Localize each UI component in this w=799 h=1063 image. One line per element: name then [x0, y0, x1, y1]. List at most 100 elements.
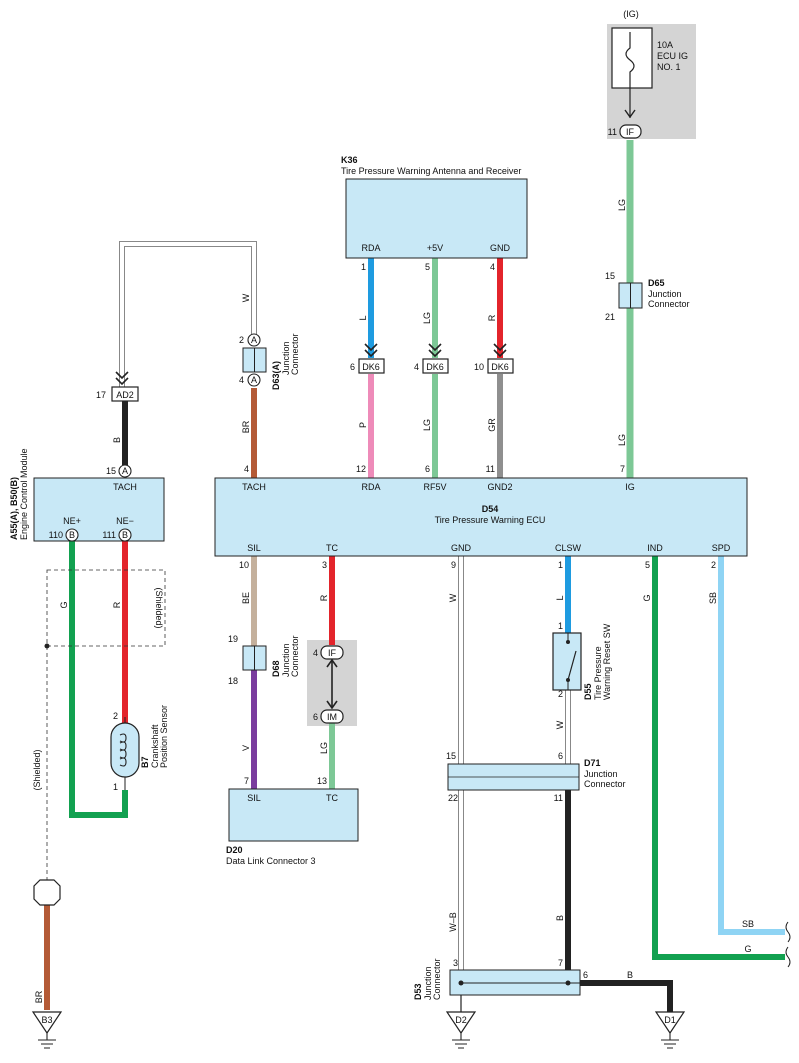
d68-pin-top: 19 [228, 634, 238, 644]
k36-pin-gnd: 4 [490, 262, 495, 272]
wire-ind-g [652, 556, 785, 960]
shielded-label-box: (Shielded) [154, 587, 164, 628]
wire-label-g-right: G [744, 944, 751, 954]
fuse-amp: 10A [657, 40, 673, 50]
wire-label-l-clsw: L [555, 595, 565, 600]
wire-label-br-tach: BR [241, 420, 251, 433]
d63-pin-top: 2 [239, 335, 244, 345]
b7-name2: Position Sensor [159, 705, 169, 768]
d53-name1: Junction [423, 966, 433, 1000]
d53-pin-6: 6 [583, 970, 588, 980]
ecm-term-tach: TACH [113, 482, 137, 492]
d54-pin-tach: 4 [244, 464, 249, 474]
wire-label-be: BE [241, 592, 251, 604]
fuse-name1: ECU IG [657, 51, 688, 61]
d54-term-clsw: CLSW [555, 543, 582, 553]
d71-code: D71 [584, 758, 601, 768]
wire-label-r-gnd: R [487, 314, 497, 321]
wire-label-b-d1: B [627, 970, 633, 980]
d54-pin-gnd: 9 [451, 560, 456, 570]
d53-pin-3: 3 [453, 958, 458, 968]
d71-pin-6: 6 [558, 751, 563, 761]
ad2-label: AD2 [116, 390, 134, 400]
wire-break-sb [785, 921, 791, 943]
dk6-label: DK6 [362, 362, 380, 372]
wire-label-w-gnd: W [448, 593, 458, 602]
fuse-icon [625, 32, 635, 88]
ground-b3-icon [31, 1011, 63, 1035]
wire-label-sb-spd: SB [708, 592, 718, 604]
d54-pin-clsw: 1 [558, 560, 563, 570]
ig-if-label: IF [626, 127, 635, 137]
coil-icon [119, 733, 127, 767]
d71-name2: Connector [584, 779, 626, 789]
wire-label-l: L [358, 315, 368, 320]
d54-term-tach: TACH [242, 482, 266, 492]
wire-label-b-d71: B [555, 915, 565, 921]
im-connector [320, 709, 344, 724]
k36-term-5v: +5V [427, 243, 443, 253]
d54-term-ind: IND [647, 543, 663, 553]
d71-pin-22: 22 [448, 793, 458, 803]
d53-code: D53 [413, 983, 423, 1000]
dk6-box [358, 358, 385, 374]
d71-pin-15: 15 [446, 751, 456, 761]
d54-term-sil: SIL [247, 543, 261, 553]
ad2-chevron-icon [115, 371, 129, 386]
ad2-box [111, 386, 139, 402]
d54-pin-rda: 12 [356, 464, 366, 474]
dk6-box [422, 358, 449, 374]
ecm-box [33, 477, 165, 542]
ig-arrow-icon [624, 109, 636, 119]
dk6-connector-gnd: DK6 10 [474, 343, 514, 374]
d54-term-spd: SPD [712, 543, 731, 553]
b7-name1: Crankshaft [150, 724, 160, 768]
dk6-chevron-icon [364, 343, 378, 358]
ecm-tach-letter-text: A [122, 466, 128, 476]
d53-node-left [458, 980, 464, 986]
d54-box [214, 477, 748, 557]
d54-pin-rf5v: 6 [425, 464, 430, 474]
d20-name: Data Link Connector 3 [226, 856, 316, 866]
ad2-pin: 17 [96, 390, 106, 400]
ecm-tach-pin: 15 [106, 466, 116, 476]
d54-pin-ind: 5 [645, 560, 650, 570]
d63-letter-top [247, 333, 261, 347]
wire-label-g-nep: G [59, 601, 69, 608]
wire-label-br-b3: BR [34, 990, 44, 1003]
ecm-term-nem: NE− [116, 516, 134, 526]
wire-label-gr: GR [487, 418, 497, 432]
k36-name: Tire Pressure Warning Antenna and Receiv… [341, 166, 521, 176]
shielded-label-drain: (Shielded) [32, 749, 42, 790]
d20-term-tc: TC [326, 793, 338, 803]
if-pin: 4 [313, 648, 318, 658]
wire-label-lg-tc: LG [319, 742, 329, 754]
d71-name1: Junction [584, 769, 618, 779]
d54-code: D54 [482, 504, 499, 514]
d54-pin-ig: 7 [620, 464, 625, 474]
ecm-name: Engine Control Module [19, 448, 29, 540]
if-im-arrow-down-icon [326, 700, 338, 710]
d54-pin-spd: 2 [711, 560, 716, 570]
dk6-label: DK6 [491, 362, 509, 372]
d63-code: D63(A) [271, 361, 281, 390]
d65-name2: Connector [648, 299, 690, 309]
shield-ground-octagon [33, 879, 61, 906]
d54-term-tc: TC [326, 543, 338, 553]
ecm-nep-letter-text: B [69, 530, 75, 540]
ig-if-pin: 11 [608, 127, 617, 137]
d63-pin-bottom: 4 [239, 375, 244, 385]
d54-term-gnd: GND [451, 543, 472, 553]
d55-pin-bottom: 2 [558, 689, 563, 699]
ecm-tach-letter [118, 464, 132, 478]
ecm-nep-pin: 110 [49, 530, 63, 540]
k36-box [345, 178, 528, 259]
k36-term-gnd: GND [490, 243, 511, 253]
ground-d1-label: D1 [664, 1015, 676, 1025]
shield-junction-dot [44, 643, 50, 649]
d63-letter-top-text: A [251, 335, 257, 345]
if-label: IF [328, 648, 337, 658]
wire-break-g [785, 946, 791, 968]
wire-label-w-loop: W [241, 293, 251, 302]
